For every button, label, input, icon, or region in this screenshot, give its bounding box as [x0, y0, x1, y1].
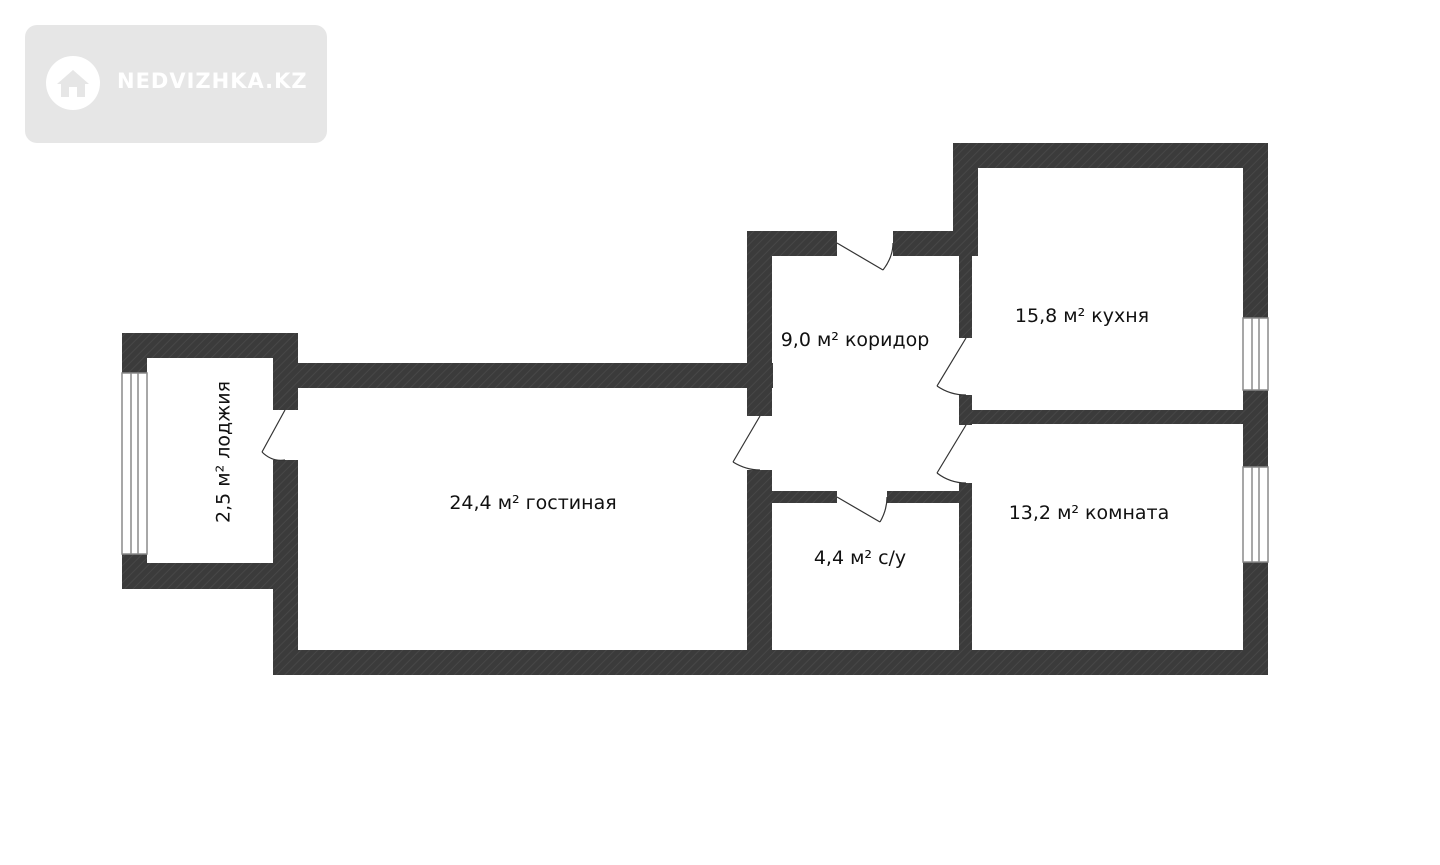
- room-label: 13,2 м² комната: [1009, 502, 1170, 524]
- room-door: [936, 424, 967, 484]
- watermark-badge: NEDVIZHKA.KZ: [25, 25, 327, 143]
- doors: [261, 242, 967, 523]
- living-room-label: 24,4 м² гостиная: [449, 492, 616, 514]
- kitchen-door: [936, 337, 967, 396]
- entrance-door: [836, 242, 894, 271]
- loggia-door: [261, 409, 286, 461]
- windows: [121, 317, 1269, 563]
- kitchen-label: 15,8 м² кухня: [1015, 305, 1149, 327]
- watermark-text: NEDVIZHKA.KZ: [117, 69, 308, 93]
- kitchen-window: [1242, 317, 1269, 391]
- loggia-label: 2,5 м² лоджия: [213, 381, 235, 523]
- living-door: [732, 415, 761, 471]
- bathroom-door: [836, 496, 888, 523]
- bathroom-label: 4,4 м² с/у: [814, 547, 906, 569]
- corridor-label: 9,0 м² коридор: [781, 329, 930, 351]
- room-window: [1242, 466, 1269, 563]
- house-icon: [46, 56, 100, 110]
- loggia-window: [121, 372, 148, 555]
- walls: [122, 143, 1268, 675]
- room-labels: 2,5 м² лоджия 24,4 м² гостиная 9,0 м² ко…: [213, 305, 1170, 569]
